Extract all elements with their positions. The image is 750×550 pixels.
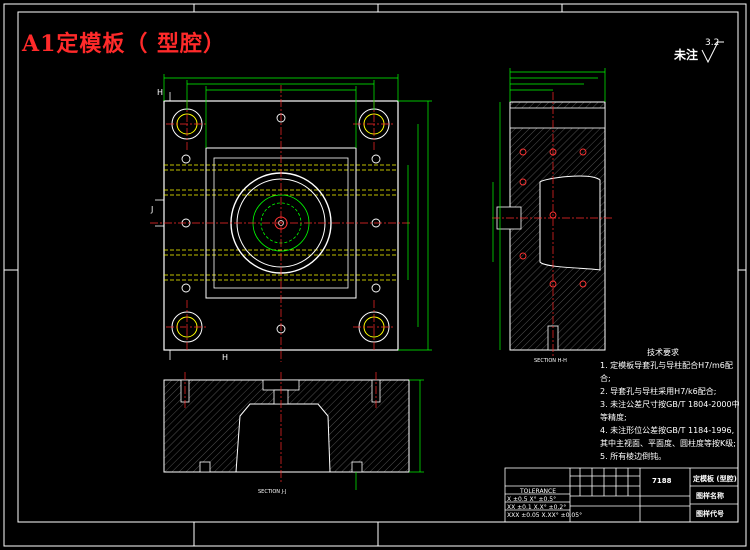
section-jj-view xyxy=(163,372,424,490)
outer-frame xyxy=(3,3,747,547)
section-arrows xyxy=(155,92,171,360)
note-item: 1. 定模板导套孔与导柱配合H7/m6配合; xyxy=(600,361,733,383)
note-item: 2. 导套孔与导柱采用H7/k6配合; xyxy=(600,387,717,396)
drawing-code-label: 图样代号 xyxy=(696,510,724,518)
roughness-symbol xyxy=(701,41,724,64)
side-marker: J xyxy=(150,205,153,214)
section-hh-view xyxy=(492,68,612,358)
hh-center-lines xyxy=(492,92,612,358)
part-number: 7188 xyxy=(652,477,672,485)
tolerance-row: XXX ±0.05 X.XX° ±0.05° xyxy=(507,512,583,519)
note-item: 3. 未注公差尺寸按GB/T 1804-2000中等精度; xyxy=(600,400,740,422)
jj-dimensions xyxy=(355,379,424,490)
jj-center-lines xyxy=(184,372,377,482)
notes-heading: 技术要求 xyxy=(647,348,679,357)
hh-dimensions xyxy=(492,68,606,350)
note-item: 4. 未注形位公差按GB/T 1184-1996, 其中主视面、平面度、圆柱度等… xyxy=(600,426,736,448)
drawing-title: A1定模板（ 型腔） xyxy=(22,31,227,57)
plan-center-lines xyxy=(150,85,412,362)
frame-tick-marks xyxy=(4,4,746,546)
tolerance-row: X ±0.5 X° ±0.5° xyxy=(507,496,557,503)
plan-view xyxy=(150,74,432,362)
roughness-label: 未注 xyxy=(674,48,699,62)
technical-notes: 技术要求 1. 定模板导套孔与导柱配合H7/m6配合; 2. 导套孔与导柱采用H… xyxy=(600,346,740,463)
note-item: 5. 所有棱边倒钝。 xyxy=(600,452,667,461)
tolerance-row: XX ±0.1 X.X° ±0.2° xyxy=(507,504,567,511)
jj-caption: SECTION J-J xyxy=(258,489,286,495)
tolerance-header: TOLERANCE xyxy=(520,488,557,495)
part-name: 定模板 (型腔) xyxy=(693,475,737,483)
drawing-name-label: 图样名称 xyxy=(696,492,724,500)
title-block xyxy=(504,467,739,523)
hh-body xyxy=(509,101,606,351)
plan-dimensions xyxy=(163,74,432,351)
roughness-value: 3.2 xyxy=(705,38,720,48)
hh-bush-top xyxy=(509,107,606,129)
hh-caption: SECTION H-H xyxy=(534,358,567,364)
jj-cavity xyxy=(235,403,331,473)
plan-marker-top: H xyxy=(157,88,163,97)
plan-marker-bottom: H xyxy=(222,353,228,362)
